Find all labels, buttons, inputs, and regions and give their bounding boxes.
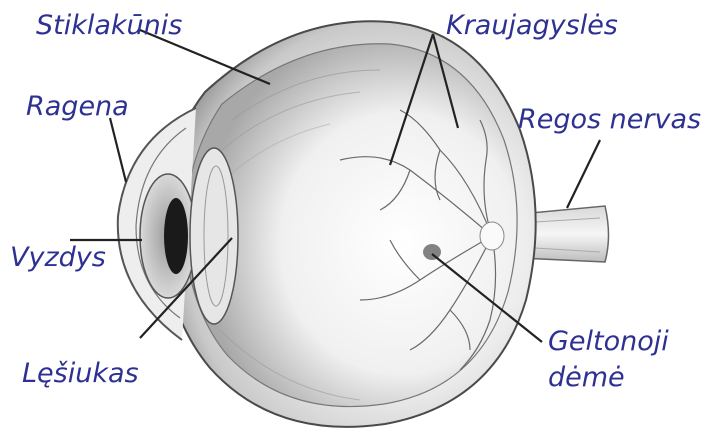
pupil: [164, 198, 188, 274]
label-vitreous: Stiklakūnis: [36, 10, 182, 41]
label-lens: Lęšiukas: [22, 358, 139, 389]
label-macula-line2: dėmė: [548, 362, 625, 393]
cornea-leader: [110, 118, 126, 182]
label-cornea: Ragena: [26, 91, 129, 122]
macula: [423, 244, 441, 260]
optic-disc: [480, 222, 504, 250]
label-macula-line1: Geltonoji: [548, 326, 669, 357]
label-pupil: Vyzdys: [10, 242, 106, 273]
label-optic-nerve: Regos nervas: [518, 104, 701, 135]
lens: [190, 148, 238, 324]
label-vessels: Kraujagyslės: [446, 10, 618, 41]
optic-nerve-leader: [567, 140, 600, 208]
